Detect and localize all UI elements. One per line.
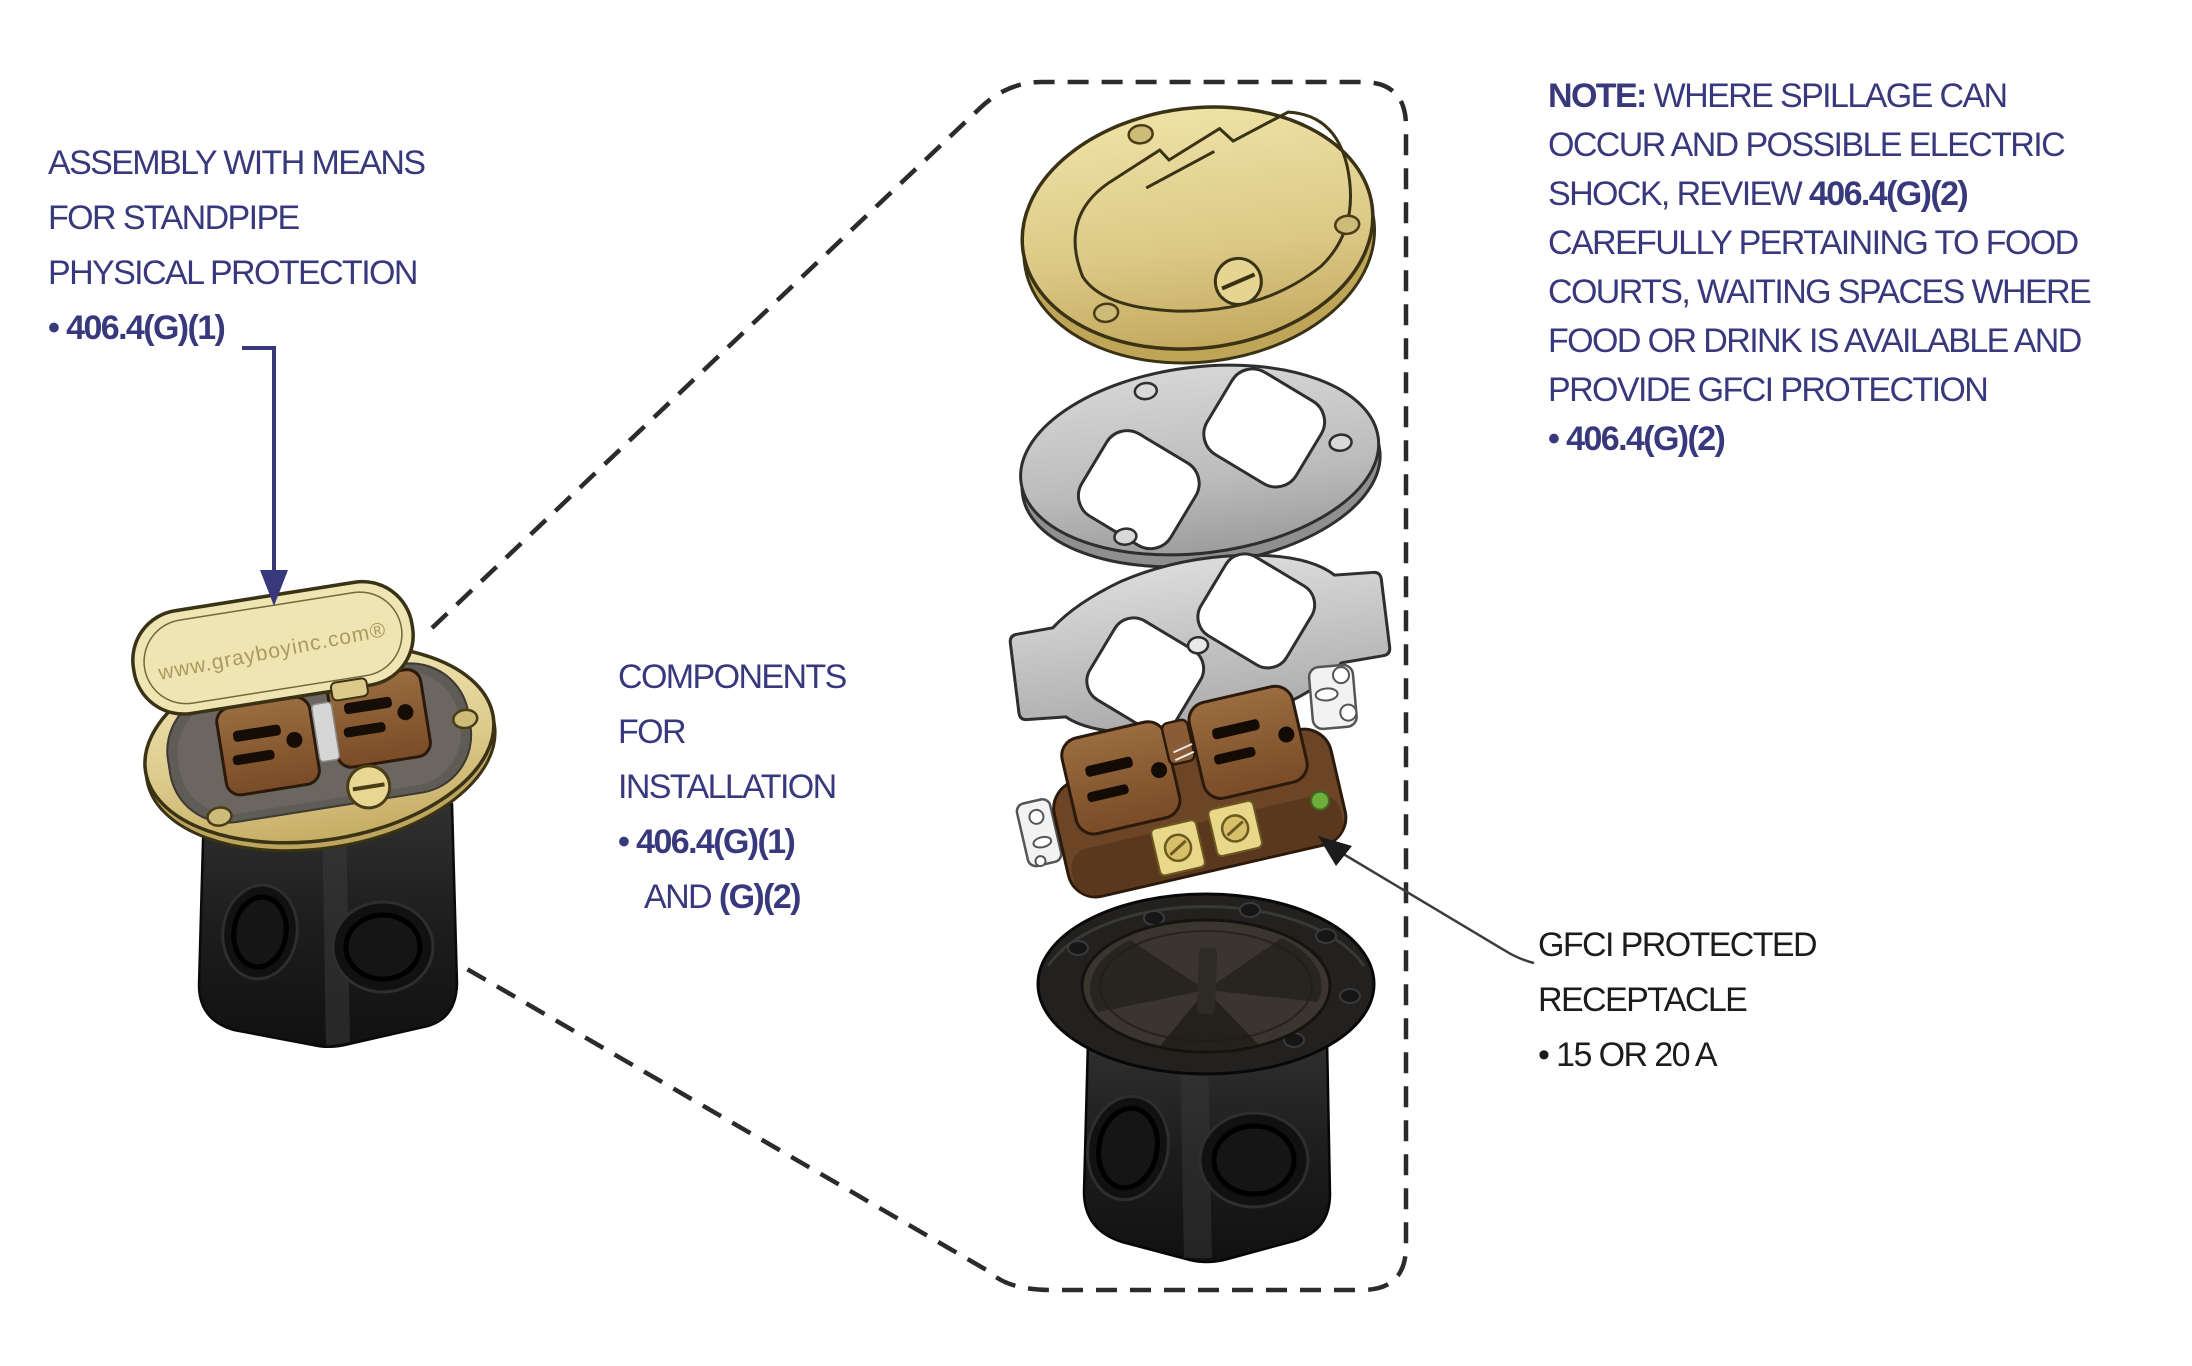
outlet-slot	[1085, 756, 1133, 777]
ground-hole	[397, 704, 414, 721]
outlet-slot	[1213, 746, 1256, 765]
outlet-slot	[232, 724, 281, 742]
flip-lid-engraving	[1073, 110, 1353, 313]
text-line: • 406.4(G)(1)	[618, 823, 796, 861]
text-line: • 15 OR 20 A	[1538, 1036, 1718, 1074]
outlet-slot	[343, 722, 386, 738]
text-line: ASSEMBLY WITH MEANS	[48, 144, 426, 182]
gasket-center-hole	[1186, 635, 1210, 655]
terminal-screw	[1150, 819, 1206, 877]
center-screw-bracket	[310, 701, 341, 763]
gasket-cutout	[1196, 552, 1317, 670]
mounting-ear-right	[1307, 663, 1358, 731]
outlet-slot	[1087, 784, 1129, 802]
text-line: PROVIDE GFCI PROTECTION	[1548, 371, 1989, 409]
center-spring	[1173, 743, 1195, 762]
exploded-parts-stack	[1008, 105, 1392, 1264]
receptacle-face-right	[1187, 684, 1309, 800]
plate-screw-hole	[1334, 214, 1361, 236]
label-gfci-protected-receptacle: GFCI PROTECTED RECEPTACLE • 15 OR 20 A	[1538, 918, 1818, 1083]
text-line: CAREFULLY PERTAINING TO FOOD	[1548, 224, 2079, 262]
text-line: COURTS, WAITING SPACES WHERE	[1548, 273, 2092, 311]
exploded-duplex-plate	[1019, 363, 1382, 569]
plate-screw-hole	[1113, 527, 1138, 546]
plate-screw-hole	[1127, 123, 1154, 145]
gfci-label-leader	[1318, 836, 1535, 965]
exploded-brass-cover-plate	[1020, 105, 1377, 365]
cover-screw-hole	[206, 806, 233, 827]
exploded-floor-box	[1036, 892, 1376, 1264]
text-line: AND (G)(2)	[644, 878, 801, 916]
knockout-left	[221, 883, 299, 981]
arrowhead-upleft-icon	[1318, 836, 1352, 866]
receptacle-center-tab	[1160, 718, 1196, 766]
mounting-ear-left	[1015, 798, 1063, 868]
assembled-box-body	[197, 802, 459, 1048]
outlet-slot	[1212, 719, 1260, 740]
text-line: GFCI PROTECTED	[1538, 926, 1818, 964]
ground-hole	[1151, 762, 1168, 779]
exploded-duplex-receptacle	[1015, 663, 1358, 899]
exploded-gasket-ring	[1008, 552, 1392, 735]
ground-hole	[286, 731, 303, 748]
assembly-label-arrow	[242, 346, 288, 606]
duplex-cutout	[1202, 367, 1327, 489]
text-line: NOTE: WHERE SPILLAGE CAN	[1548, 77, 2008, 115]
text-line: • 406.4(G)(2)	[1548, 420, 1726, 458]
assembled-floor-box-unit: www.grayboyinc.com®	[131, 346, 497, 1048]
gfci-indicator-light	[1310, 790, 1331, 811]
duplex-cutout	[1076, 429, 1201, 551]
assembled-open-lid: www.grayboyinc.com®	[131, 579, 415, 716]
lid-seam-line	[1145, 150, 1216, 190]
assembled-receptacle-face-left	[215, 695, 321, 797]
text-line: SHOCK, REVIEW 406.4(G)(2)	[1548, 175, 1969, 213]
plate-screw-hole	[1328, 433, 1353, 453]
terminal-screw	[1207, 799, 1263, 858]
receptacle-face-left	[1060, 720, 1182, 836]
label-assembly-standpipe-protection: ASSEMBLY WITH MEANS FOR STANDPIPE PHYSICAL…	[48, 136, 426, 356]
text-line: PHYSICAL PROTECTION	[48, 254, 418, 292]
text-line: RECEPTACLE	[1538, 981, 1748, 1019]
lid-hinge	[329, 677, 369, 702]
cover-screw	[346, 764, 392, 810]
cover-screw-hole	[452, 708, 479, 730]
text-line: FOR STANDPIPE	[48, 199, 300, 237]
label-note-spillage-gfci: NOTE: WHERE SPILLAGE CAN OCCUR AND POSSIB…	[1548, 72, 2092, 464]
plate-screw-hole	[1092, 302, 1120, 324]
text-line: FOOD OR DRINK IS AVAILABLE AND	[1548, 322, 2082, 360]
flange-screw-hole	[1315, 928, 1337, 944]
lid-latch-screw	[1213, 256, 1263, 306]
label-components-for-installation: COMPONENTS FOR INSTALLATION • 406.4(G)(1) AN…	[618, 650, 847, 925]
plate-screw-hole	[1133, 381, 1159, 401]
text-line: COMPONENTS	[618, 658, 847, 696]
knockout-left	[1086, 1094, 1170, 1202]
knockout-front	[331, 900, 435, 994]
text-line: OCCUR AND POSSIBLE ELECTRIC	[1548, 126, 2066, 164]
gasket-cutout	[1085, 616, 1206, 734]
outlet-slot	[232, 749, 275, 766]
flange-screw-hole	[1339, 988, 1361, 1004]
exploded-view-dashed-outline	[430, 79, 1409, 1293]
text-line: FOR	[618, 713, 687, 751]
flange-screw-hole	[1239, 902, 1261, 918]
text-line: • 406.4(G)(1)	[48, 309, 226, 347]
outlet-slot	[343, 696, 392, 715]
knockout-front	[1198, 1111, 1310, 1209]
text-line: INSTALLATION	[618, 768, 837, 806]
ground-hole	[1278, 726, 1295, 743]
flange-screw-hole	[1067, 940, 1089, 956]
arrowhead-down-icon	[260, 570, 288, 606]
